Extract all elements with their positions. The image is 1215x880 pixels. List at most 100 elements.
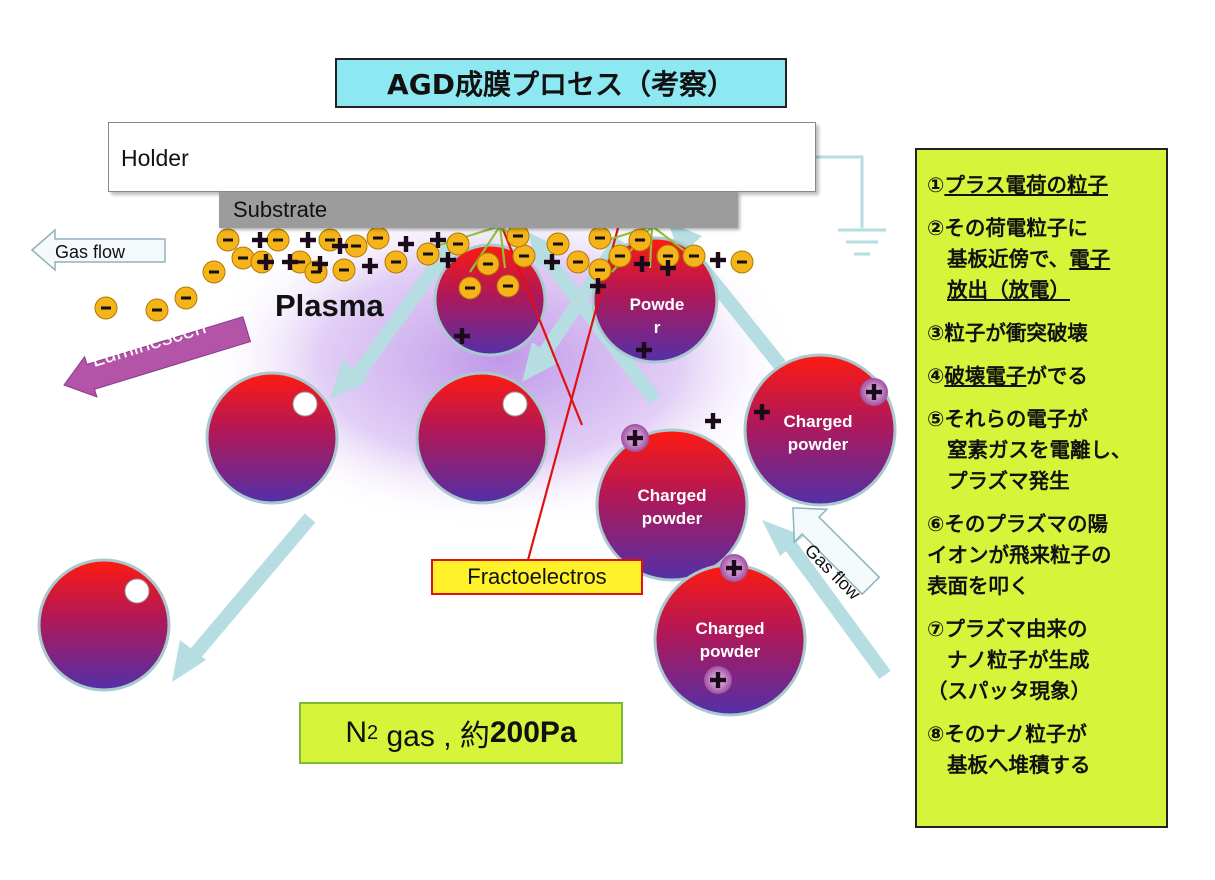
electron-icon xyxy=(588,226,612,250)
step-3: ③粒子が衝突破壊 xyxy=(927,318,1166,349)
positive-ion-icon xyxy=(754,404,770,420)
powder-label-line2: r xyxy=(653,318,661,337)
positive-ion-icon xyxy=(252,232,268,248)
electron-icon xyxy=(366,226,390,250)
step-text: がでる xyxy=(1026,364,1088,388)
charged-label-line1: Charged xyxy=(783,412,853,431)
step-text-underlined: 放出（放電） xyxy=(947,278,1070,302)
step-text-line3: 表面を叩く xyxy=(927,574,1030,598)
n2-prefix: N xyxy=(345,716,368,749)
electron-icon xyxy=(202,260,226,284)
step-text: ⑦プラズマ由来の xyxy=(927,617,1088,641)
gas-flow-top-label: Gas flow xyxy=(55,242,126,262)
luminescence-arrow xyxy=(63,316,252,398)
electron-icon xyxy=(174,286,198,310)
step-text: ②その荷電粒子に xyxy=(927,216,1088,240)
n2-pressure: 200Pa xyxy=(489,716,577,749)
electron-icon xyxy=(216,228,240,252)
gas-flow-arrow-top xyxy=(30,228,166,272)
diagram-title: AGD成膜プロセス（考察） xyxy=(335,58,787,108)
step-2: ②その荷電粒子に 基板近傍で、電子 放出（放電） xyxy=(927,213,1166,306)
step-text-line2: 窒素ガスを電離し、 xyxy=(947,438,1132,462)
positive-ion-icon xyxy=(705,413,721,429)
crater-hole xyxy=(502,391,528,417)
step-text: 基板近傍で、 xyxy=(947,247,1070,271)
substrate: Substrate xyxy=(219,192,738,228)
powder-particle xyxy=(743,353,897,507)
charges-layer xyxy=(94,224,888,694)
electron-icon xyxy=(476,252,500,276)
positive-ion-icon xyxy=(634,256,650,272)
positive-ion-icon xyxy=(440,252,456,268)
positive-ion-icon xyxy=(362,258,378,274)
step-text-line3: プラズマ発生 xyxy=(947,469,1070,493)
step-text: ③粒子が衝突破壊 xyxy=(927,321,1088,345)
step-text: ⑤それらの電子が xyxy=(927,407,1088,431)
positive-ion-icon xyxy=(282,254,298,270)
positive-ion-icon xyxy=(300,232,316,248)
positive-ion-icon xyxy=(430,232,446,248)
electron-icon xyxy=(656,244,680,268)
fracto-label: Fractoelectros xyxy=(431,559,643,595)
positive-ion-icon xyxy=(258,254,274,270)
charged-powder-label: Charged powder xyxy=(616,484,728,530)
positive-ion-icon xyxy=(544,254,560,270)
step-text-line2: 基板近傍で、電子 xyxy=(927,244,1166,275)
electron-icon xyxy=(145,298,169,322)
positive-ion-icon xyxy=(710,252,726,268)
step-5: ⑤それらの電子が 窒素ガスを電離し、 プラズマ発生 xyxy=(927,404,1166,497)
step-text: ① xyxy=(927,173,945,197)
positive-ion-icon xyxy=(704,666,732,694)
step-text-underlined: 破壊電子 xyxy=(944,364,1027,388)
holder-label: Holder xyxy=(121,145,189,171)
electron-icon xyxy=(231,246,255,270)
electron-icon xyxy=(384,250,408,274)
electron-icon xyxy=(566,250,590,274)
charged-label-line2: powder xyxy=(699,642,761,661)
powder-particle xyxy=(595,428,749,582)
electron-icon xyxy=(332,258,356,282)
electron-icon xyxy=(512,244,536,268)
electron-icon xyxy=(682,244,706,268)
process-steps-box: ①プラス電荷の粒子 ②その荷電粒子に 基板近傍で、電子 放出（放電） ③粒子が衝… xyxy=(915,148,1168,828)
n2-sub: 2 xyxy=(367,721,379,744)
positive-ion-icon xyxy=(312,256,328,272)
positive-ion-icon xyxy=(621,424,649,452)
electron-icon xyxy=(730,250,754,274)
step-text: ⑧そのナノ粒子が xyxy=(927,722,1087,746)
step-8: ⑧そのナノ粒子が 基板へ堆積する xyxy=(927,719,1166,781)
electron-icon xyxy=(416,242,440,266)
electron-icon xyxy=(496,274,520,298)
charged-label-line1: Charged xyxy=(695,619,765,638)
ground-icon xyxy=(816,155,886,256)
powder-label-top: Powde r xyxy=(617,293,697,339)
charged-label-line2: powder xyxy=(641,509,703,528)
positive-ion-icon xyxy=(454,328,470,344)
charged-powder-label: Charged powder xyxy=(762,410,874,456)
positive-ion-icon xyxy=(720,554,748,582)
step-text-underlined: 電子 xyxy=(1069,247,1111,271)
powder-particle xyxy=(205,371,339,505)
step-text-line2: イオンが飛来粒子の xyxy=(927,543,1112,567)
electron-icon xyxy=(94,296,118,320)
n2-middle: gas , 約 xyxy=(378,720,490,753)
electron-icon xyxy=(588,258,612,282)
electron-icon xyxy=(446,232,470,256)
crater-hole xyxy=(292,391,318,417)
step-text: ⑥そのプラズマの陽 xyxy=(927,512,1108,536)
powder-particle xyxy=(591,236,719,364)
particles-layer xyxy=(37,236,897,717)
positive-ion-icon xyxy=(332,238,348,254)
substrate-label: Substrate xyxy=(233,197,328,222)
charged-label-line2: powder xyxy=(787,435,849,454)
step-1: ①プラス電荷の粒子 xyxy=(927,170,1166,201)
charged-powder-label: Charged powder xyxy=(674,617,786,663)
electron-icon xyxy=(506,224,530,248)
electron-icon xyxy=(344,234,368,258)
step-4: ④破壊電子がでる xyxy=(927,361,1166,392)
positive-ion-icon xyxy=(660,260,676,276)
electron-icon xyxy=(608,244,632,268)
